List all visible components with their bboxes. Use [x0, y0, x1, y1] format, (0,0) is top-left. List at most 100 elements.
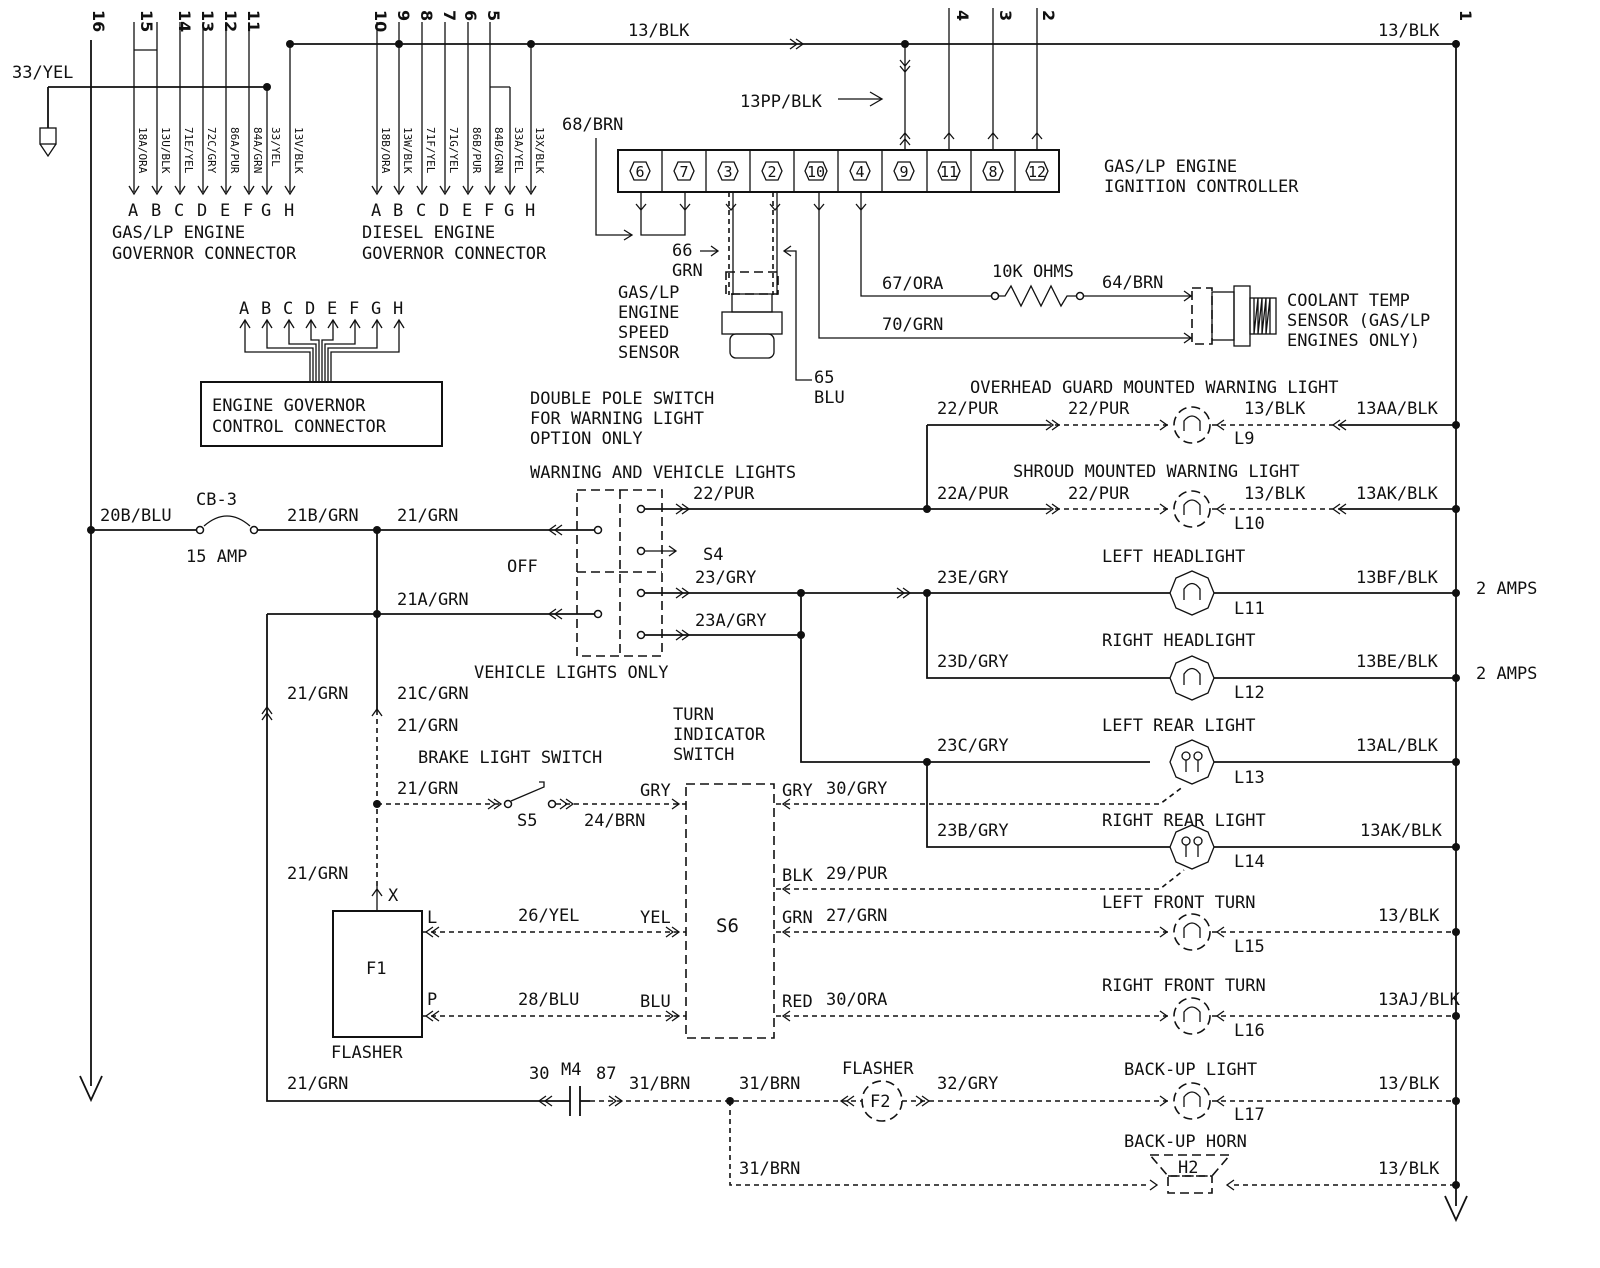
resistor-icon — [999, 284, 1076, 308]
junction-dot — [1452, 1097, 1460, 1105]
bus-number: 1 — [1456, 10, 1475, 21]
pin-letter: E — [462, 201, 472, 221]
wire-label: YEL — [640, 908, 671, 928]
flow-arrow-icon — [675, 629, 685, 641]
pin-letter: H — [525, 201, 535, 221]
bus-number: 2 — [1039, 10, 1058, 21]
wire-label: 13AL/BLK — [1356, 736, 1439, 756]
wire-label: 13/BLK — [1378, 1074, 1440, 1094]
contact — [636, 630, 646, 640]
connector-lead — [266, 320, 314, 382]
flow-arrow-icon — [1149, 1179, 1159, 1191]
pin-hex-icon — [629, 161, 651, 181]
flow-arrow-icon — [902, 587, 912, 599]
pin-letter: F — [484, 201, 494, 221]
connector-wire-label: 33/YEL — [269, 127, 282, 167]
wire-label: GRY — [782, 781, 813, 801]
pin-arrow-icon — [243, 185, 255, 196]
flow-arrow-icon — [681, 629, 691, 641]
terminal — [249, 525, 259, 535]
wire-label: 65 — [814, 368, 834, 388]
pin-letter: H — [393, 299, 403, 319]
flow-arrow-icon — [553, 524, 563, 536]
coolant-sensor-plug — [1191, 287, 1213, 345]
warning-lamp-l9-icon — [1173, 406, 1211, 444]
flow-arrow-icon — [1045, 503, 1055, 515]
pin-letter: C — [283, 299, 293, 319]
wire-31-horn — [729, 1101, 1150, 1186]
ignition-feed-label: 13PP/BLK — [740, 92, 823, 112]
flow-arrow-icon — [781, 883, 791, 895]
wire-label: 30/ORA — [826, 990, 887, 1010]
flow-arrow-icon — [769, 203, 781, 212]
bus-number: 10 — [371, 10, 390, 32]
filament-icon — [1181, 836, 1191, 846]
pin-hex-icon — [982, 161, 1004, 181]
junction-dot — [1452, 1181, 1460, 1189]
speed-sensor-title: SPEED — [618, 323, 669, 343]
filament-icon — [1193, 751, 1203, 761]
flow-arrow-icon — [1159, 926, 1169, 938]
pin-number: 12 — [1028, 163, 1046, 181]
wire-label: 21/GRN — [287, 864, 348, 884]
connector-lead — [288, 320, 317, 382]
speed-sensor-title: ENGINE — [618, 303, 679, 323]
x-terminal-label: X — [388, 886, 399, 906]
s6-box — [685, 783, 775, 1039]
wire-label: 13AJ/BLK — [1378, 990, 1461, 1010]
turn-lamp-l15-icon — [1173, 913, 1211, 951]
flow-arrow-icon — [665, 1010, 675, 1022]
wire-label: 23C/GRY — [937, 736, 1009, 756]
flow-arrow-icon — [899, 59, 911, 68]
gas-connector-title: GOVERNOR CONNECTOR — [112, 244, 297, 264]
ground-terminal-icon — [39, 127, 57, 145]
junction-dot — [1452, 1012, 1460, 1020]
lamp-label: L10 — [1234, 514, 1265, 534]
dps-title: FOR WARNING LIGHT — [530, 409, 704, 429]
flow-arrow-icon — [1159, 1010, 1169, 1022]
flow-arrow-icon — [1331, 503, 1341, 515]
contact — [636, 504, 646, 514]
pin-arrow-icon — [525, 185, 537, 196]
coolant-sensor-body — [1211, 291, 1235, 341]
pin-letter: D — [197, 201, 207, 221]
flow-arrow-icon — [675, 587, 685, 599]
flow-arrow-icon — [855, 203, 867, 212]
flow-arrow-icon — [665, 926, 675, 938]
flow-arrow-icon — [671, 926, 681, 938]
flow-arrow-icon — [681, 503, 691, 515]
lamp-label: L17 — [1234, 1105, 1265, 1125]
wire-label: 23A/GRY — [695, 611, 767, 631]
connector-wire-label: 33A/YEL — [512, 127, 525, 174]
gas-connector-title: GAS/LP ENGINE — [112, 223, 245, 243]
connector-wire-label: 13W/BLK — [401, 127, 414, 174]
backup-lamp-l17-icon — [1173, 1082, 1211, 1120]
flow-arrow-icon — [899, 65, 911, 74]
pin-arrow-icon — [484, 185, 496, 196]
wire-label: 28/BLU — [518, 990, 579, 1010]
junction-dot — [1452, 674, 1460, 682]
flow-arrow-icon — [781, 1010, 791, 1022]
wire-70 — [818, 192, 1192, 339]
pin-letter: B — [151, 201, 161, 221]
flow-arrow-icon — [635, 203, 647, 212]
headlight-l11-icon — [1169, 570, 1215, 616]
filament-icon — [1183, 415, 1201, 431]
pin-letter: B — [393, 201, 403, 221]
ground-arrow-icon — [39, 143, 57, 158]
flow-arrow-icon — [1337, 419, 1347, 431]
flow-arrow-icon — [424, 926, 434, 938]
m4-pin-label: 30 — [529, 1064, 549, 1084]
wire-label: 31/BRN — [739, 1074, 800, 1094]
wire-label: 21/GRN — [287, 1074, 348, 1094]
wire-label: BLU — [814, 388, 845, 408]
right-front-title: RIGHT FRONT TURN — [1102, 976, 1266, 996]
backup-light-title: BACK-UP LIGHT — [1124, 1060, 1257, 1080]
flow-arrow-icon — [1215, 419, 1225, 431]
off-label: OFF — [507, 557, 538, 577]
pin-letter: E — [220, 201, 230, 221]
filament-icon — [1183, 667, 1201, 685]
speed-sensor-title: SENSOR — [618, 343, 680, 363]
flow-arrow-icon — [1331, 419, 1341, 431]
flow-arrow-icon — [547, 524, 557, 536]
